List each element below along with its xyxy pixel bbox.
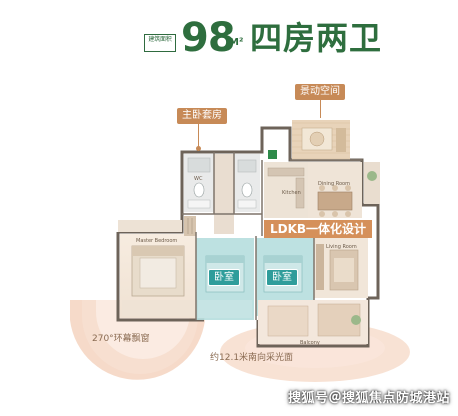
room-label-kitchen: Kitchen: [282, 190, 301, 196]
room-label-bath: WC: [194, 176, 203, 182]
area-unit: M²: [229, 37, 244, 48]
bedroom-1-tag: 卧室: [208, 269, 240, 286]
bedroom-2-tag: 卧室: [266, 269, 298, 286]
room-label-balcony: Balcony: [300, 340, 320, 346]
area-badge: 建筑面积: [144, 34, 176, 52]
lighting-caption: 约12.1米南向采光面: [210, 353, 294, 363]
master-suite-dot: [196, 146, 201, 151]
master-suite-leader: [198, 124, 199, 148]
bay-window-caption: 270°环幕飘窗: [92, 334, 150, 344]
room-label-master: Master Bedroom: [136, 238, 178, 244]
master-suite-tag: 主卧套房: [177, 108, 227, 124]
room-label-living: Living Room: [326, 244, 357, 250]
layout-title: 四房两卫: [250, 19, 383, 57]
ldkb-tag: LDKB一体化设计: [264, 220, 373, 238]
room-label-dining: Dining Room: [318, 181, 350, 187]
area-value: 98: [181, 15, 236, 61]
flex-space-leader: [320, 100, 321, 118]
watermark: 搜狐号＠搜狐焦点防城港站: [287, 391, 450, 406]
flex-space-tag: 景动空间: [295, 84, 345, 100]
